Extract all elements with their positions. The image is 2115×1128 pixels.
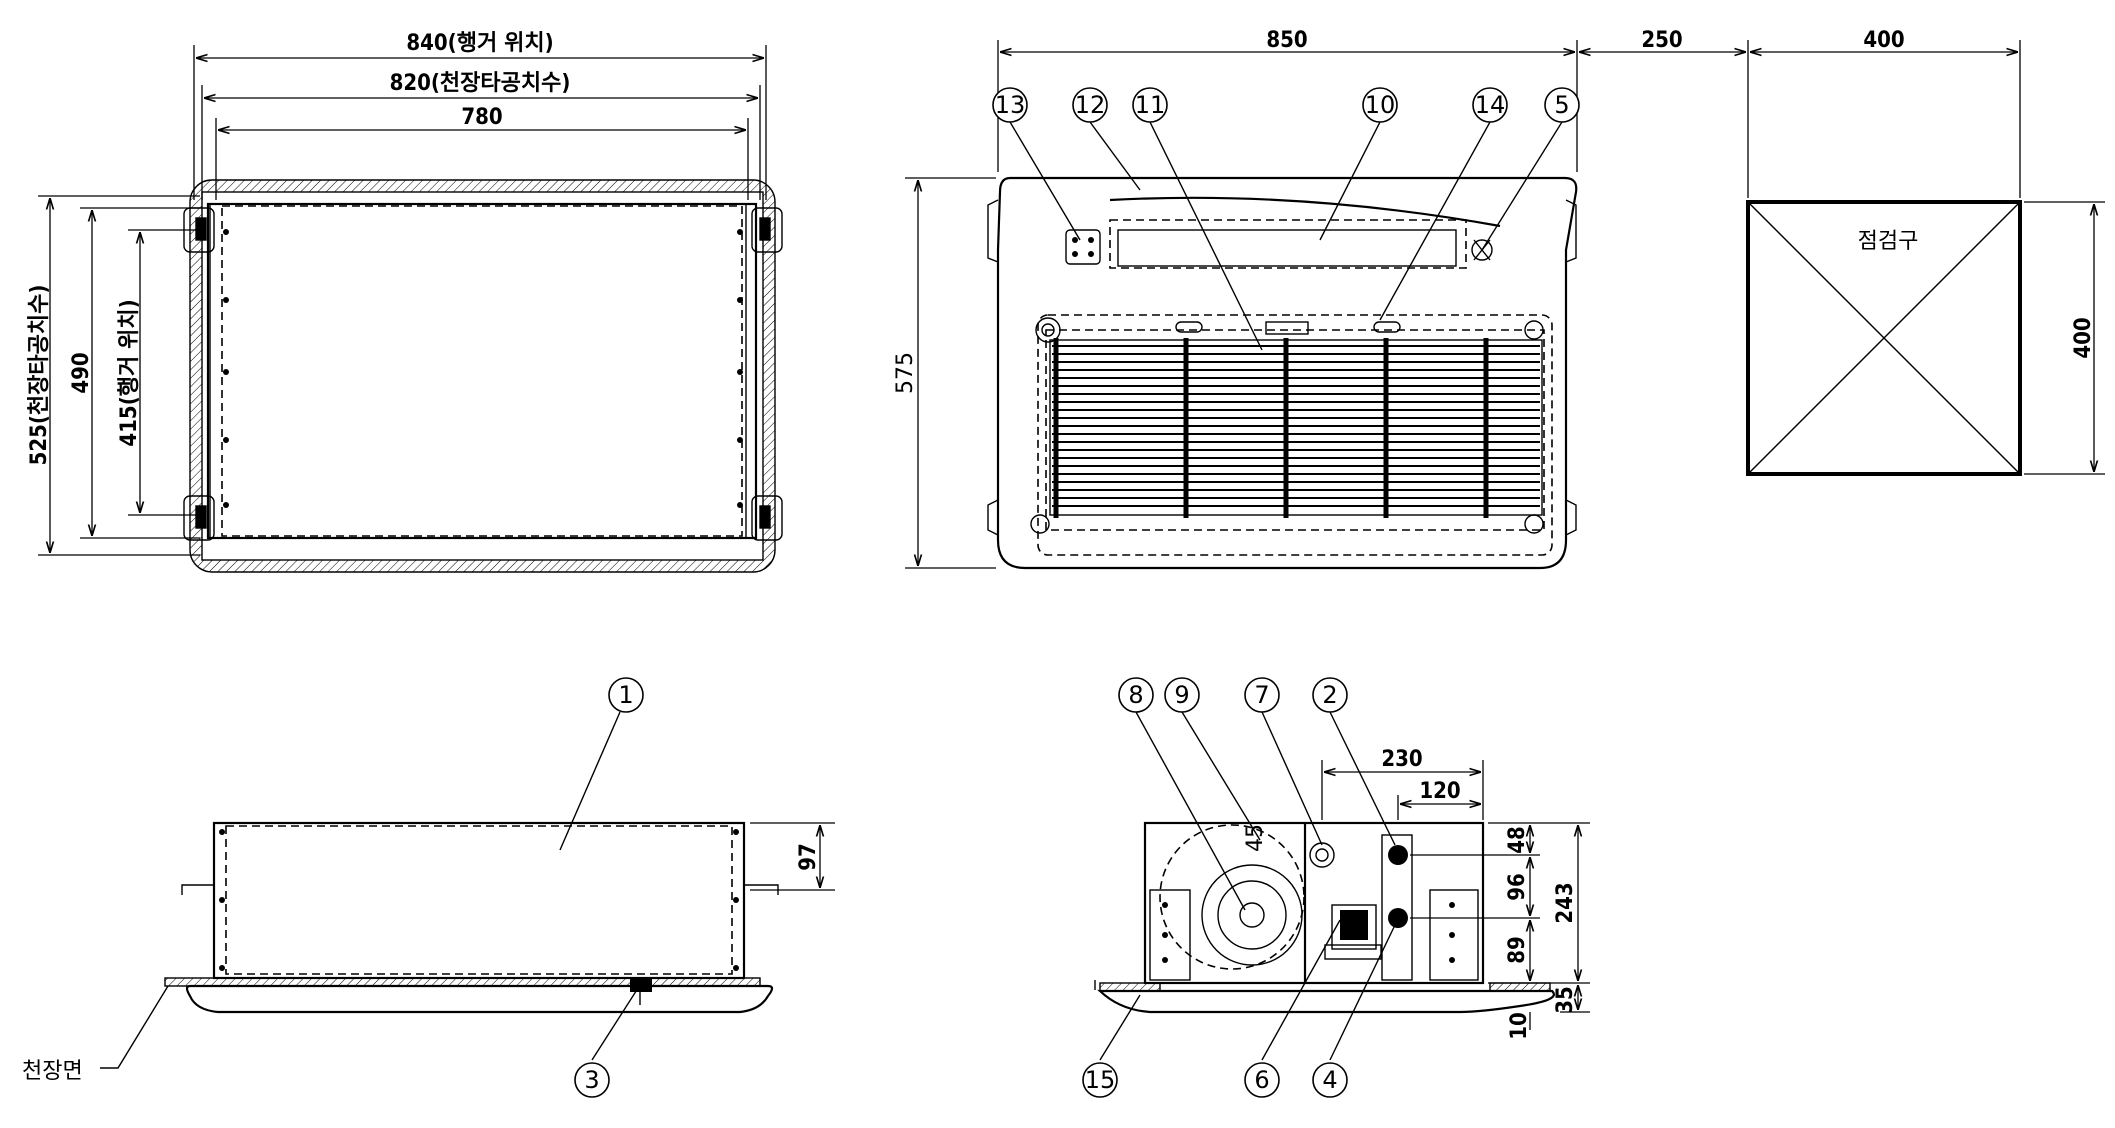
unit-body-side bbox=[1143, 821, 1485, 985]
callout-8: 8 bbox=[1118, 677, 1154, 713]
callout-2: 2 bbox=[1312, 677, 1348, 713]
dim-side-45: 45 bbox=[1243, 824, 1268, 852]
svg-text:13: 13 bbox=[995, 91, 1026, 119]
front-view: 97 천장면 bbox=[22, 821, 835, 1084]
svg-text:14: 14 bbox=[1475, 91, 1506, 119]
dim-hanger-width: 840(행거 위치) bbox=[406, 31, 553, 56]
receiver-box bbox=[1065, 229, 1101, 265]
svg-text:3: 3 bbox=[584, 1066, 599, 1094]
dim-side-230: 230 bbox=[1381, 747, 1422, 772]
dim-port-height: 400 bbox=[2071, 317, 2096, 358]
dim-ceiling-opening-width: 820(천장타공치수) bbox=[390, 71, 571, 96]
svg-text:11: 11 bbox=[1135, 91, 1166, 119]
hanger-bracket bbox=[183, 207, 783, 541]
dim-side-48: 48 bbox=[1505, 826, 1530, 854]
dim-gap: 250 bbox=[1641, 28, 1682, 53]
dim-ceiling-opening-depth: 525(천장타공치수) bbox=[27, 285, 52, 466]
callout-5: 5 bbox=[1544, 87, 1580, 123]
svg-text:1: 1 bbox=[618, 681, 633, 709]
dim-side-243: 243 bbox=[1553, 882, 1578, 923]
dim-front-height: 97 bbox=[796, 843, 821, 871]
svg-text:5: 5 bbox=[1554, 91, 1569, 119]
callout-13: 13 bbox=[992, 87, 1028, 123]
callout-15: 15 bbox=[1082, 1062, 1118, 1098]
dim-hanger-depth: 415(행거 위치) bbox=[117, 299, 142, 446]
dim-side-120: 120 bbox=[1419, 779, 1460, 804]
svg-text:2: 2 bbox=[1322, 681, 1337, 709]
top-left-view: 840(행거 위치) 820(천장타공치수) 780 525(천장타공치수) 4… bbox=[27, 31, 783, 573]
callout-leaders bbox=[559, 121, 1563, 1061]
ceiling-surface-label: 천장면 bbox=[22, 1059, 83, 1084]
callout-6: 6 bbox=[1244, 1062, 1280, 1098]
dim-panel-width: 850 bbox=[1266, 28, 1307, 53]
panel-outline bbox=[996, 176, 1578, 570]
callout-11: 11 bbox=[1132, 87, 1168, 123]
dim-side-35: 35 bbox=[1553, 986, 1578, 1014]
inspection-port: 점검구 400 400 bbox=[1746, 28, 2105, 476]
unit-body-outline bbox=[206, 202, 758, 540]
dim-side-89: 89 bbox=[1505, 936, 1530, 964]
dim-panel-depth: 575 bbox=[893, 352, 918, 394]
callout-7: 7 bbox=[1244, 677, 1280, 713]
svg-text:6: 6 bbox=[1254, 1066, 1269, 1094]
panel-front bbox=[185, 984, 774, 1014]
svg-text:15: 15 bbox=[1085, 1066, 1116, 1094]
unit-body-front bbox=[212, 821, 746, 980]
intake-grill bbox=[1049, 338, 1543, 518]
dim-port-width: 400 bbox=[1863, 28, 1904, 53]
callout-12: 12 bbox=[1072, 87, 1108, 123]
svg-text:10: 10 bbox=[1365, 91, 1396, 119]
svg-text:12: 12 bbox=[1075, 91, 1106, 119]
svg-text:4: 4 bbox=[1322, 1066, 1337, 1094]
callout-10: 10 bbox=[1362, 87, 1398, 123]
dim-body-width: 780 bbox=[461, 105, 502, 130]
inspection-port-label: 점검구 bbox=[1858, 229, 1919, 254]
side-view: 230 120 48 96 89 243 35 10 45 bbox=[1094, 747, 1590, 1040]
top-right-view: 850 250 575 bbox=[893, 28, 1746, 570]
dim-side-10: 10 bbox=[1507, 1012, 1532, 1040]
svg-text:7: 7 bbox=[1254, 681, 1269, 709]
callout-14: 14 bbox=[1472, 87, 1508, 123]
callout-3: 3 bbox=[574, 1062, 610, 1098]
svg-text:8: 8 bbox=[1128, 681, 1143, 709]
callout-9: 9 bbox=[1164, 677, 1200, 713]
callout-4: 4 bbox=[1312, 1062, 1348, 1098]
dim-body-depth: 490 bbox=[69, 352, 94, 393]
svg-text:9: 9 bbox=[1174, 681, 1189, 709]
dim-side-96: 96 bbox=[1505, 873, 1530, 901]
callout-1: 1 bbox=[608, 677, 644, 713]
